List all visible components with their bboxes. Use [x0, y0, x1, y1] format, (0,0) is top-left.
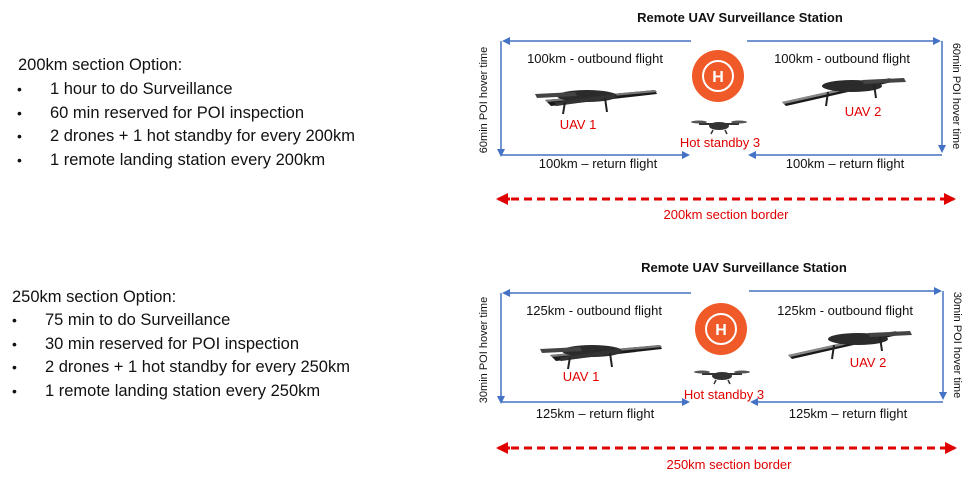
bullet-icon: •: [12, 382, 17, 399]
bullet-icon: •: [12, 359, 17, 375]
uav1-label: UAV 1: [563, 369, 600, 384]
return-label-right: 125km – return flight: [789, 406, 908, 421]
uav2-drone-icon: [788, 331, 912, 360]
hover-label-right: 60min POI hover time: [950, 43, 962, 149]
uav2-label: UAV 2: [845, 104, 882, 119]
standby-drone-icon: [694, 370, 750, 385]
bullet-icon: •: [17, 128, 22, 144]
bullet-icon: •: [12, 335, 17, 352]
standby-label: Hot standby 3: [684, 387, 764, 402]
hover-label-left: 30min POI hover time: [478, 297, 490, 403]
bullet-icon: •: [12, 312, 17, 328]
bullet-icon: •: [17, 81, 22, 97]
station-title: Remote UAV Surveillance Station: [637, 10, 843, 25]
outbound-label-left: 100km - outbound flight: [527, 51, 663, 66]
helipad-icon: H: [692, 50, 744, 102]
return-label-left: 125km – return flight: [536, 406, 655, 421]
uav1-drone-icon: [535, 90, 657, 115]
standby-drone-icon: [691, 120, 747, 135]
uav2-drone-icon: [782, 78, 906, 107]
bullet-icon: •: [17, 104, 22, 121]
helipad-icon: H: [695, 303, 747, 355]
bullet-item: •2 drones + 1 hot standby for every 250k…: [12, 356, 350, 380]
outbound-label-left: 125km - outbound flight: [526, 303, 662, 318]
section-border-label: 200km section border: [663, 207, 789, 222]
bullet-item: •60 min reserved for POI inspection: [17, 102, 355, 126]
uav1-drone-icon: [540, 345, 662, 370]
diagram-250km: Remote UAV Surveillance Station 30min PO…: [470, 247, 974, 479]
hover-label-right: 30min POI hover time: [951, 292, 963, 398]
outbound-label-right: 100km - outbound flight: [774, 51, 910, 66]
standby-label: Hot standby 3: [680, 135, 760, 150]
diagram-200km: Remote UAV Surveillance Station 60min PO…: [470, 0, 974, 232]
option-title: 250km section Option:: [12, 288, 177, 306]
outbound-label-right: 125km - outbound flight: [777, 303, 913, 318]
return-label-right: 100km – return flight: [786, 156, 905, 171]
station-title: Remote UAV Surveillance Station: [641, 260, 847, 275]
bullet-item: •30 min reserved for POI inspection: [12, 333, 350, 357]
svg-text:H: H: [712, 69, 724, 86]
bullet-item: •75 min to do Surveillance: [12, 309, 350, 333]
uav1-label: UAV 1: [560, 117, 597, 132]
hover-label-left: 60min POI hover time: [478, 47, 490, 153]
bullet-item: •1 remote landing station every 250km: [12, 380, 350, 404]
bullet-item: •2 drones + 1 hot standby for every 200k…: [17, 125, 355, 149]
option-bullets: •1 hour to do Surveillance •60 min reser…: [17, 78, 355, 173]
option-250km: 250km section Option: •75 min to do Surv…: [0, 240, 440, 481]
option-bullets: •75 min to do Surveillance •30 min reser…: [12, 309, 350, 404]
option-200km: 200km section Option: •1 hour to do Surv…: [0, 0, 440, 240]
bullet-icon: •: [17, 151, 22, 168]
svg-text:H: H: [715, 322, 727, 339]
section-border-label: 250km section border: [666, 457, 792, 472]
uav2-label: UAV 2: [850, 355, 887, 370]
option-title: 200km section Option:: [18, 56, 183, 74]
bullet-item: •1 remote landing station every 200km: [17, 149, 355, 173]
return-label-left: 100km – return flight: [539, 156, 658, 171]
bullet-item: •1 hour to do Surveillance: [17, 78, 355, 102]
